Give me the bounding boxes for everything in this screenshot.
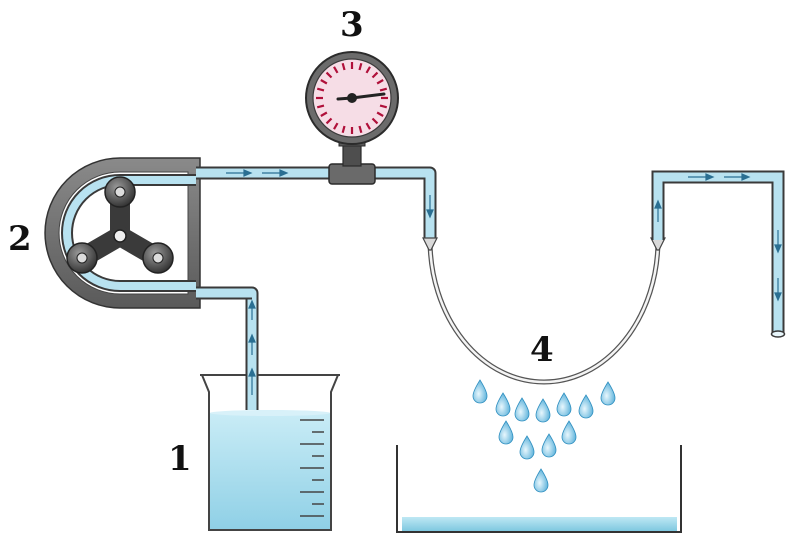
gauge-tick [325,117,333,125]
semipermeable-tube [422,237,666,385]
gauge-tick [320,79,328,85]
gauge-tick [341,125,346,134]
collection-tray [396,445,682,533]
gauge-tick [379,87,388,92]
return-tubing [651,170,786,338]
gauge-tick [371,117,379,125]
pump-hub [113,229,127,243]
droplets [472,379,616,493]
droplet-icon [498,420,514,445]
gauge-tick [325,71,333,79]
flow-arrows [226,169,434,395]
gauge-needle [350,92,386,100]
gauge-ticks [316,62,388,134]
gauge-tick [376,79,384,85]
droplet-icon [541,433,557,458]
tray-water [402,517,677,531]
gauge-tick [333,66,339,74]
label-gauge: 3 [340,5,364,45]
liquid-surface [210,410,330,416]
beaker-glass [200,374,340,531]
droplet-icon [578,394,594,419]
peristaltic-pump [44,157,201,309]
gauge-tick [358,62,363,71]
gauge-tick [365,122,371,130]
droplet-icon [561,420,577,445]
beaker [200,374,340,531]
gauge-tick [371,71,379,79]
gauge-tick [333,122,339,130]
return-flow-arrows [654,173,782,302]
droplet-icon [514,397,530,422]
label-emitter: 4 [530,330,554,370]
beaker-liquid [210,413,330,530]
gauge-tick [316,104,325,109]
gauge-tick [365,66,371,74]
gauge-tick [358,125,363,134]
droplet-icon [495,392,511,417]
droplet-icon [533,468,549,493]
gauge-tick [320,111,328,117]
pressure-gauge [305,51,399,185]
droplet-icon [535,398,551,423]
gauge-tick [341,62,346,71]
droplet-icon [600,381,616,406]
beaker-graduations [300,419,324,517]
droplet-icon [472,379,488,404]
droplet-icon [556,392,572,417]
droplet-icon [519,435,535,460]
label-beaker: 1 [168,439,192,479]
gauge-tick [376,111,384,117]
gauge-connector [328,163,376,185]
label-pump: 2 [8,219,32,259]
gauge-tick [379,104,388,109]
gauge-tick [316,87,325,92]
